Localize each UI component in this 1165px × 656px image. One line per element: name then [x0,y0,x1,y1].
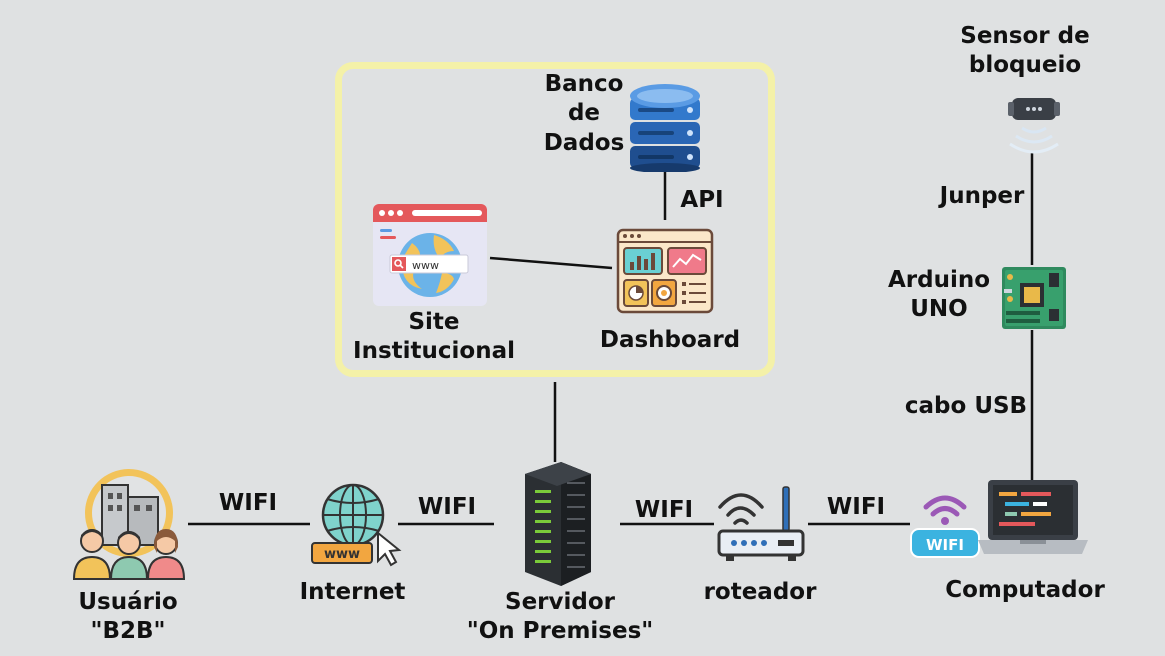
database-icon [626,80,704,176]
server-rack-icon [517,460,593,592]
line-site-dashboard [489,256,613,270]
wifi-badge-text: WIFI [926,536,964,554]
api-label: API [680,187,724,213]
wifi-badge-icon: WIFI [908,487,982,565]
web-system-group [335,62,775,377]
laptop-icon [978,478,1088,570]
internet-label: Internet [299,579,406,605]
dashboard-label: Dashboard [599,327,741,353]
sensor-label: Sensor de bloqueio [960,23,1090,79]
sensor-icon [1005,96,1063,160]
cabo-usb-label: cabo USB [904,393,1028,419]
internet-globe-icon: www [308,483,402,573]
business-users-icon [72,467,186,586]
router-icon [716,485,806,569]
servidor-label: Servidor "On Premises" [466,589,654,645]
junper-label: Junper [939,183,1025,209]
arduino-board-icon [1000,265,1068,335]
wifi-label-2: WIFI [417,494,477,520]
internet-www-text: www [324,547,360,562]
wifi-label-4: WIFI [826,494,886,520]
database-label: Banco de Dados [543,71,625,156]
site-label: Site Institucional [353,309,515,365]
site-www-text: www [412,259,439,272]
arduino-label: Arduino UNO [887,267,991,323]
usuario-label: Usuário "B2B" [78,589,178,645]
dashboard-icon [616,228,714,318]
website-icon: www [372,203,488,311]
wifi-label-1: WIFI [218,490,278,516]
roteador-label: roteador [703,579,817,605]
computador-label: Computador [945,577,1105,603]
wifi-label-3: WIFI [634,497,694,523]
